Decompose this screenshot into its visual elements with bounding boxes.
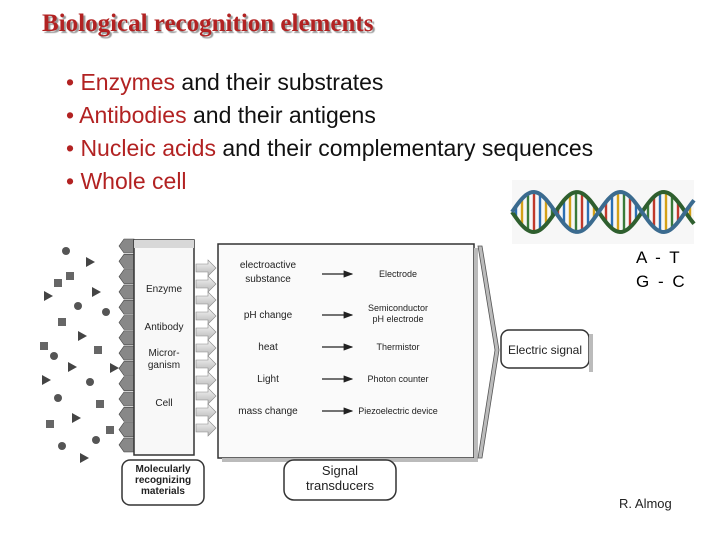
coupling-arrow — [195, 291, 217, 309]
analyte-molecule — [66, 272, 74, 280]
signal-label: pH change — [244, 310, 293, 321]
device-label: Thermistor — [376, 342, 419, 352]
recognizer-label: Antibody — [145, 322, 184, 333]
analyte-molecule — [74, 302, 82, 310]
bullet-text: and their complementary sequences — [215, 135, 594, 161]
receptor-site — [118, 254, 135, 269]
bullet-text: and their antigens — [186, 102, 376, 128]
receptor-site — [118, 299, 135, 315]
analyte-molecule — [50, 352, 58, 360]
bullet-item-whole-cell: • Whole cell — [66, 165, 593, 198]
analyte-molecule — [42, 375, 51, 385]
analyte-molecule — [92, 436, 100, 444]
analyte-molecule — [106, 426, 114, 434]
analyte-molecule — [86, 378, 94, 386]
recognizer-column — [133, 239, 195, 456]
bullet-highlight: • Antibodies — [66, 102, 187, 128]
analyte-molecule — [80, 453, 89, 463]
analyte-molecule — [44, 291, 53, 301]
device-label: Piezoelectric device — [358, 406, 438, 416]
analyte-molecule — [62, 247, 70, 255]
bullet-list: • Enzymes and their substrates • Antibod… — [66, 66, 593, 198]
analyte-molecule — [58, 318, 66, 326]
recognizer-label: Cell — [155, 398, 172, 409]
transducer-box — [217, 243, 475, 459]
coupling-arrow — [195, 355, 217, 373]
signal-label: mass change — [238, 406, 298, 417]
receptor-site — [118, 330, 135, 346]
bullet-highlight: • Nucleic acids — [66, 135, 216, 161]
analyte-molecule — [78, 331, 87, 341]
analyte-molecules — [40, 247, 119, 463]
recognizer-label: Micror-ganism — [148, 348, 180, 371]
analyte-molecule — [94, 346, 102, 354]
output-arrow — [477, 245, 500, 459]
receptor-site — [118, 376, 135, 391]
analyte-molecule — [68, 362, 77, 372]
coupling-arrow — [195, 371, 217, 389]
recognizer-caption-box — [121, 459, 205, 506]
transducer-caption-box — [283, 459, 397, 501]
analyte-molecule — [110, 363, 119, 373]
coupling-arrow — [195, 419, 217, 437]
bullet-highlight: • Enzymes — [66, 69, 176, 95]
bullet-highlight: • Whole cell — [66, 168, 187, 194]
receptor-site — [118, 391, 135, 407]
receptor-site — [118, 269, 135, 284]
coupling-arrow — [195, 259, 217, 277]
base-pair-labels: A - T G - C — [636, 246, 687, 294]
coupling-arrow — [195, 339, 217, 357]
receptor-site — [118, 315, 135, 330]
coupling-arrows — [195, 259, 217, 437]
analyte-molecule — [40, 342, 48, 350]
receptor-site — [118, 407, 135, 422]
analyte-molecule — [92, 287, 101, 297]
analyte-molecule — [58, 442, 66, 450]
analyte-molecule — [96, 400, 104, 408]
receptor-site — [118, 238, 135, 254]
analyte-molecule — [46, 420, 54, 428]
bullet-item-antibodies: • Antibodies and their antigens — [66, 99, 593, 132]
analyte-molecule — [72, 413, 81, 423]
receptor-site — [118, 361, 135, 376]
coupling-arrow — [195, 387, 217, 405]
signal-label: Light — [257, 374, 279, 385]
base-pair-gc: G - C — [636, 272, 687, 291]
author-credit: R. Almog — [619, 496, 672, 511]
receptor-site — [118, 422, 135, 437]
slide-title: Biological recognition elements — [42, 10, 374, 37]
analyte-molecule — [86, 257, 95, 267]
coupling-arrow — [195, 323, 217, 341]
coupling-arrow — [195, 275, 217, 293]
bullet-item-enzymes: • Enzymes and their substrates — [66, 66, 593, 99]
signal-label: heat — [258, 342, 278, 353]
analyte-molecule — [54, 394, 62, 402]
recognizer-label: Enzyme — [146, 284, 183, 295]
base-pair-at: A - T — [636, 248, 682, 267]
analyte-molecule — [102, 308, 110, 316]
electric-signal-label: Electric signal — [508, 343, 582, 357]
coupling-arrow — [195, 307, 217, 325]
coupling-arrow — [195, 403, 217, 421]
bullet-text: and their substrates — [175, 69, 384, 95]
receptor-site — [118, 284, 135, 300]
receptor-sites — [118, 238, 135, 453]
analyte-molecule — [54, 279, 62, 287]
device-label: Photon counter — [367, 374, 428, 384]
receptor-site — [118, 345, 135, 361]
device-label: Electrode — [379, 269, 417, 279]
receptor-site — [118, 437, 135, 453]
bullet-item-nucleic-acids: • Nucleic acids and their complementary … — [66, 132, 593, 165]
